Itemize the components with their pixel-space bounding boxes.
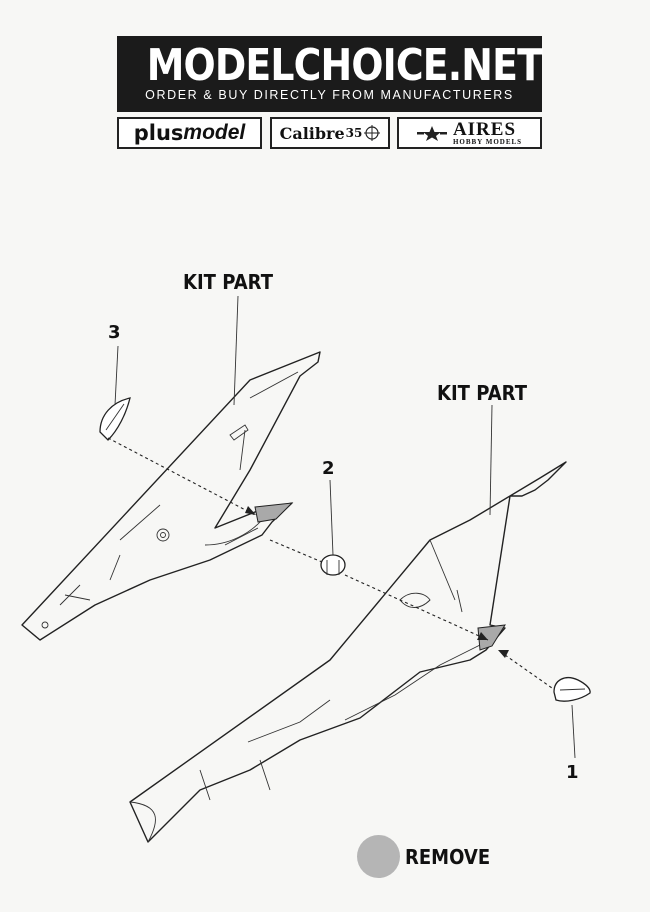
leader-part-1 xyxy=(571,704,576,759)
part-number-3: 3 xyxy=(108,322,121,343)
aires-logo: AIRES HOBBY MODELS xyxy=(397,117,542,149)
plusmodel-logo-part1: plus xyxy=(133,121,184,145)
banner-subtitle: ORDER & BUY DIRECTLY FROM MANUFACTURERS xyxy=(145,88,514,102)
calibre-logo-part2: 35 xyxy=(345,126,363,140)
plusmodel-logo-part2: model xyxy=(183,121,246,144)
aires-stars-icon xyxy=(416,126,447,141)
part-3-drawing xyxy=(99,397,131,441)
crosshair-icon xyxy=(364,125,381,141)
leader-kit-right xyxy=(489,404,493,516)
part-1-drawing xyxy=(553,677,591,702)
kit-part-label-left: KIT PART xyxy=(183,270,273,294)
assembly-path-2a xyxy=(269,539,323,563)
assembly-path-2b xyxy=(344,574,489,641)
assembly-path-3 xyxy=(107,437,256,516)
modelchoice-banner: MODELCHOICE.NET ORDER & BUY DIRECTLY FRO… xyxy=(117,36,543,112)
arrowhead-1 xyxy=(498,650,509,658)
remove-legend-label: REMOVE xyxy=(405,845,491,869)
kit-part-label-right: KIT PART xyxy=(437,381,527,405)
leader-part-2 xyxy=(329,479,334,556)
part-2-drawing xyxy=(320,554,346,576)
leader-part-3 xyxy=(114,345,119,406)
remove-swatch-icon xyxy=(357,835,400,878)
banner-title: MODELCHOICE.NET xyxy=(146,40,543,91)
part-number-2: 2 xyxy=(322,458,335,479)
arrowhead-3 xyxy=(245,506,256,515)
part-number-1: 1 xyxy=(566,762,579,783)
aires-logo-tagline: HOBBY MODELS xyxy=(452,138,523,146)
kit-part-left-drawing xyxy=(21,351,321,641)
kit-part-right-drawing xyxy=(129,461,567,843)
arrowhead-2 xyxy=(477,632,488,640)
aires-logo-name: AIRES xyxy=(452,119,517,140)
assembly-path-1 xyxy=(504,654,553,689)
leader-kit-left xyxy=(233,295,239,406)
calibre-logo-part1: Calibre xyxy=(279,123,345,143)
